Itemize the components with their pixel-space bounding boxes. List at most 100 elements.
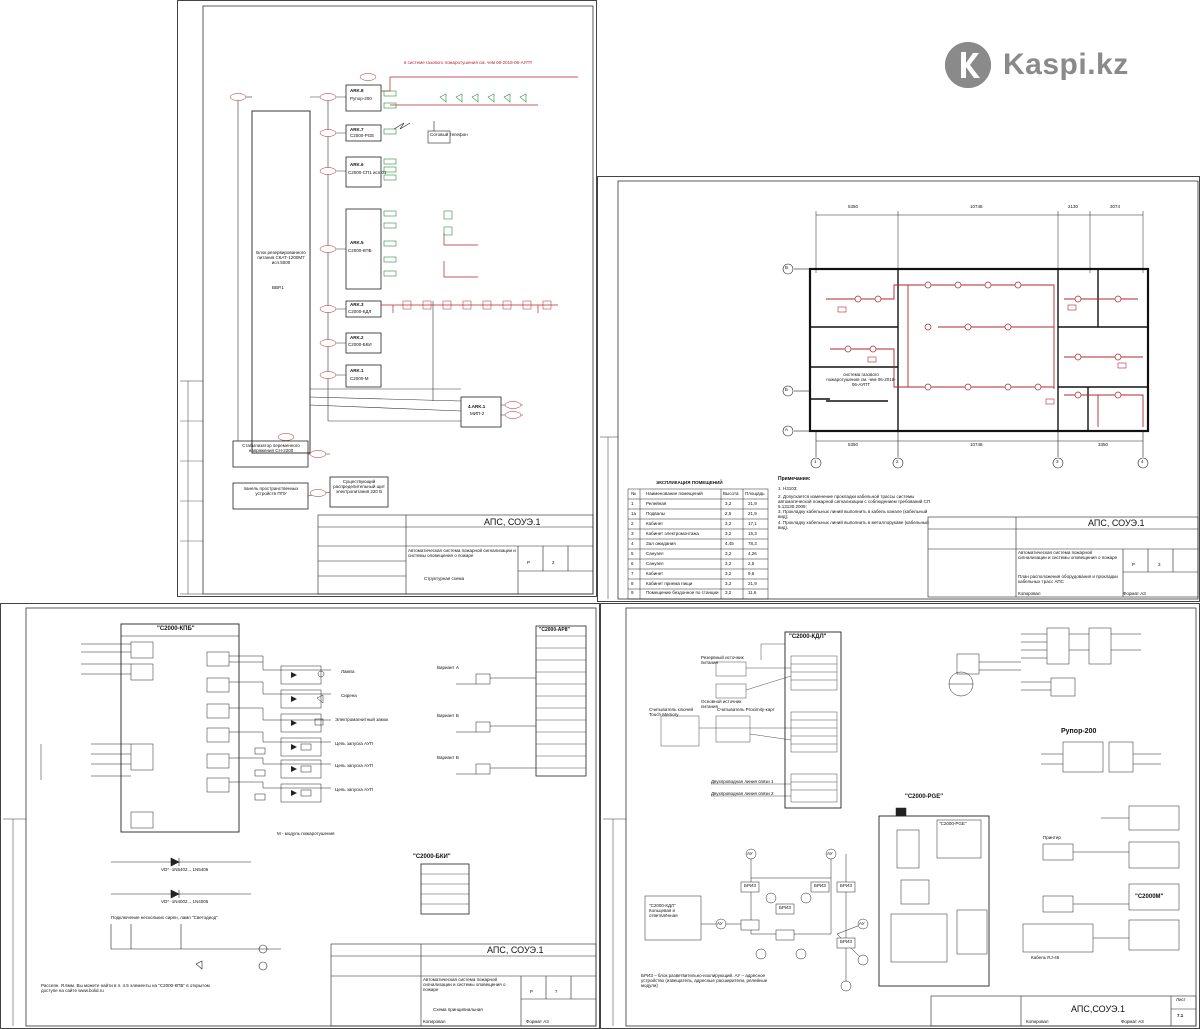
expl-r9-c3: 3,2 bbox=[725, 581, 732, 586]
brize-4: БРИЗ bbox=[840, 939, 852, 944]
axis-col-2: 2 bbox=[896, 459, 899, 464]
block-mip-name: 4.ARK.1 bbox=[468, 404, 486, 409]
note-1: 1. Н3103; bbox=[778, 486, 798, 491]
sheet3-stamp-title: АПС, СОУЭ.1 bbox=[487, 945, 544, 955]
note-4: 4. Прокладку кабельных линий выполнить в… bbox=[778, 520, 929, 530]
note-2: 2. Допускается изменение прокладки кабел… bbox=[778, 494, 931, 509]
expl-r4-c2: Кабинет электромонтажа bbox=[646, 531, 699, 536]
axis-row-v: В bbox=[785, 265, 789, 270]
sheet3-stamp-desc: Автоматическая система пожарной сигнализ… bbox=[423, 977, 506, 992]
phone-label: Сотовый телефон bbox=[430, 132, 468, 137]
sheet2-stamp-title: АПС, СОУЭ.1 bbox=[1088, 518, 1145, 528]
sheet3-format: Формат А3 bbox=[526, 1019, 549, 1024]
c2000m-title: "С2000М" bbox=[1135, 894, 1164, 900]
block-ark6-label: С2000-СП1 исп.01 bbox=[348, 170, 387, 175]
expl-r3-c3: 3,2 bbox=[725, 521, 732, 526]
expl-r2-c4: 21,9 bbox=[748, 511, 757, 516]
stabilizer-label: Стабилизатор переменного напряжения СН-2… bbox=[242, 443, 300, 453]
sheet3-copied: Копировал bbox=[423, 1019, 446, 1024]
block-ark7-label: С2000-РGЕ bbox=[350, 133, 375, 138]
dim-bottom-3: 3350 bbox=[1098, 442, 1109, 447]
variant-b: Вариант Б bbox=[437, 713, 459, 718]
output-siren: Сирена bbox=[341, 693, 357, 698]
brize-5: БРИЗ bbox=[840, 883, 852, 888]
sheet2-stamp-sub: План расположения оборудования и проклад… bbox=[1018, 574, 1118, 584]
axis-row-a: А bbox=[785, 427, 789, 432]
kpb-schematic-svg bbox=[3, 607, 597, 1027]
brize-2: БРИЗ bbox=[779, 905, 791, 910]
block-ark6-name: ARK.6 bbox=[350, 162, 364, 167]
kaspi-logo: Kaspi.kz bbox=[945, 38, 1175, 92]
expl-r3-c1: 2 bbox=[631, 521, 634, 526]
expl-r8-c4: 9,6 bbox=[748, 571, 755, 576]
sheet1-stamp-title: АПС, СОУЭ.1 bbox=[484, 517, 541, 527]
output-aup-2: Цепь запуска АУП bbox=[335, 763, 374, 768]
sheet4-copied: Копировал bbox=[1026, 1019, 1049, 1024]
dim-top-1: 5350 bbox=[848, 204, 859, 209]
sheet1-stamp-sub: Структурная схема bbox=[424, 576, 465, 581]
expl-r4-c1: 3 bbox=[631, 531, 634, 536]
sheet2-copied: Копировал bbox=[1018, 591, 1041, 596]
block-ark8-label: Рупор-200 bbox=[350, 96, 372, 101]
ar8-title: "С2000-АР8" bbox=[539, 627, 570, 633]
pge-title: "С2000-PGE" bbox=[905, 794, 944, 800]
block-ark3-name: ARK.3 bbox=[350, 302, 364, 307]
brize-legend: БРИЗ – блок разветвительно-изолирующий. … bbox=[641, 973, 768, 988]
sheet4-stamp-title: АПС,СОУЭ.1 bbox=[1071, 1004, 1125, 1014]
variant-v: Вариант В bbox=[437, 755, 459, 760]
sheet1-stamp-desc: Автоматическая система пожарной сигнализ… bbox=[408, 548, 516, 558]
expl-r1-c4: 21,9 bbox=[748, 501, 757, 506]
kdl-proximity: Считыватель Proximity-карт bbox=[717, 707, 775, 712]
expl-r8-c3: 3,2 bbox=[725, 571, 732, 576]
expl-r2-c2: Подвалы bbox=[646, 511, 665, 516]
output-aup-1: Цепь запуска АУП bbox=[335, 741, 374, 746]
au-4: АУ bbox=[859, 921, 865, 926]
kdl-touch-memory: Считыватель ключей Touch Memory bbox=[649, 707, 693, 717]
expl-r5-c4: 78,3 bbox=[748, 541, 757, 546]
explication-title: ЭКСПЛИКАЦИЯ ПОМЕЩЕНИЙ bbox=[656, 480, 723, 485]
sheet-kpb-schematic: "С2000-КПБ" "С2000-АР8" "С2000-БКИ" Ламп… bbox=[0, 603, 600, 1029]
structural-diagram-svg bbox=[180, 5, 594, 595]
existing-panel-label: Существующий распределительный щит элект… bbox=[333, 479, 385, 494]
kdl-line-2: Двухпроводная линия связи 2 bbox=[711, 791, 774, 796]
block-ark2-name: ARK.2 bbox=[350, 335, 364, 340]
brize-1: БРИЗ bbox=[744, 883, 756, 888]
dim-bottom-1: 5350 bbox=[848, 442, 859, 447]
relay-note: М - модуль пожаротушения bbox=[277, 831, 335, 836]
expl-r9-c2: Кабинет приема пищи bbox=[646, 581, 693, 586]
expl-r10-c3: 3,2 bbox=[725, 590, 732, 595]
footnote: Рассеян. Я.6мм. Вы можете найти в п. 4.5… bbox=[41, 983, 210, 993]
block-ark1-name: ARK.1 bbox=[350, 368, 364, 373]
expl-r6-c4: 4,26 bbox=[748, 551, 757, 556]
axis-col-4: 4 bbox=[1141, 459, 1144, 464]
block-ark8-name: ARK.8 bbox=[350, 88, 364, 93]
expl-r5-c2: Зал ожидания bbox=[646, 541, 676, 546]
expl-h-num: № bbox=[631, 491, 636, 496]
expl-r9-c1: 8 bbox=[631, 581, 634, 586]
kdl-line-1: Двухпроводная линия связи 1 bbox=[711, 779, 774, 784]
bottom-label: Подключение нескольких сирен, ламп "Свет… bbox=[111, 915, 218, 920]
sheet-kdl-connection: "С2000-КДЛ" Резервный источник питания О… bbox=[600, 603, 1200, 1029]
block-ark3-label: С2000-КДЛ bbox=[348, 309, 372, 314]
dim-top-2: 10748 bbox=[970, 204, 983, 209]
axis-row-b: Б bbox=[785, 387, 788, 392]
sheet2-stamp-desc: Автоматическая система пожарной сигнализ… bbox=[1018, 550, 1118, 560]
expl-r6-c3: 3,2 bbox=[725, 551, 732, 556]
expl-r10-c4: 11,6 bbox=[748, 590, 757, 595]
sheet3-sheet-no: 7 bbox=[555, 989, 558, 994]
expl-h-height: Высота bbox=[723, 491, 739, 496]
block-ark7-name: ARK.7 bbox=[350, 127, 364, 132]
expl-r4-c4: 15,3 bbox=[748, 531, 757, 536]
sheet2-stage: Р bbox=[1132, 562, 1136, 567]
expl-r7-c2: Санузел bbox=[646, 561, 664, 566]
expl-r5-c3: 4,45 bbox=[725, 541, 734, 546]
expl-r6-c1: 5 bbox=[631, 551, 634, 556]
printer-label: Принтер bbox=[1043, 835, 1061, 840]
expl-r1-c3: 3,2 bbox=[725, 501, 732, 506]
expl-r10-c2: Помещение бездонное по станции bbox=[646, 590, 719, 595]
sheet1-stage: Р bbox=[527, 560, 531, 565]
floor-plan-svg bbox=[600, 180, 1199, 600]
power-block-label: Блок резервированного питания СКАТ-1200М… bbox=[256, 250, 306, 265]
brize-3: БРИЗ bbox=[814, 883, 826, 888]
sheet4-sheet-no: 7.1 bbox=[1177, 1013, 1184, 1018]
